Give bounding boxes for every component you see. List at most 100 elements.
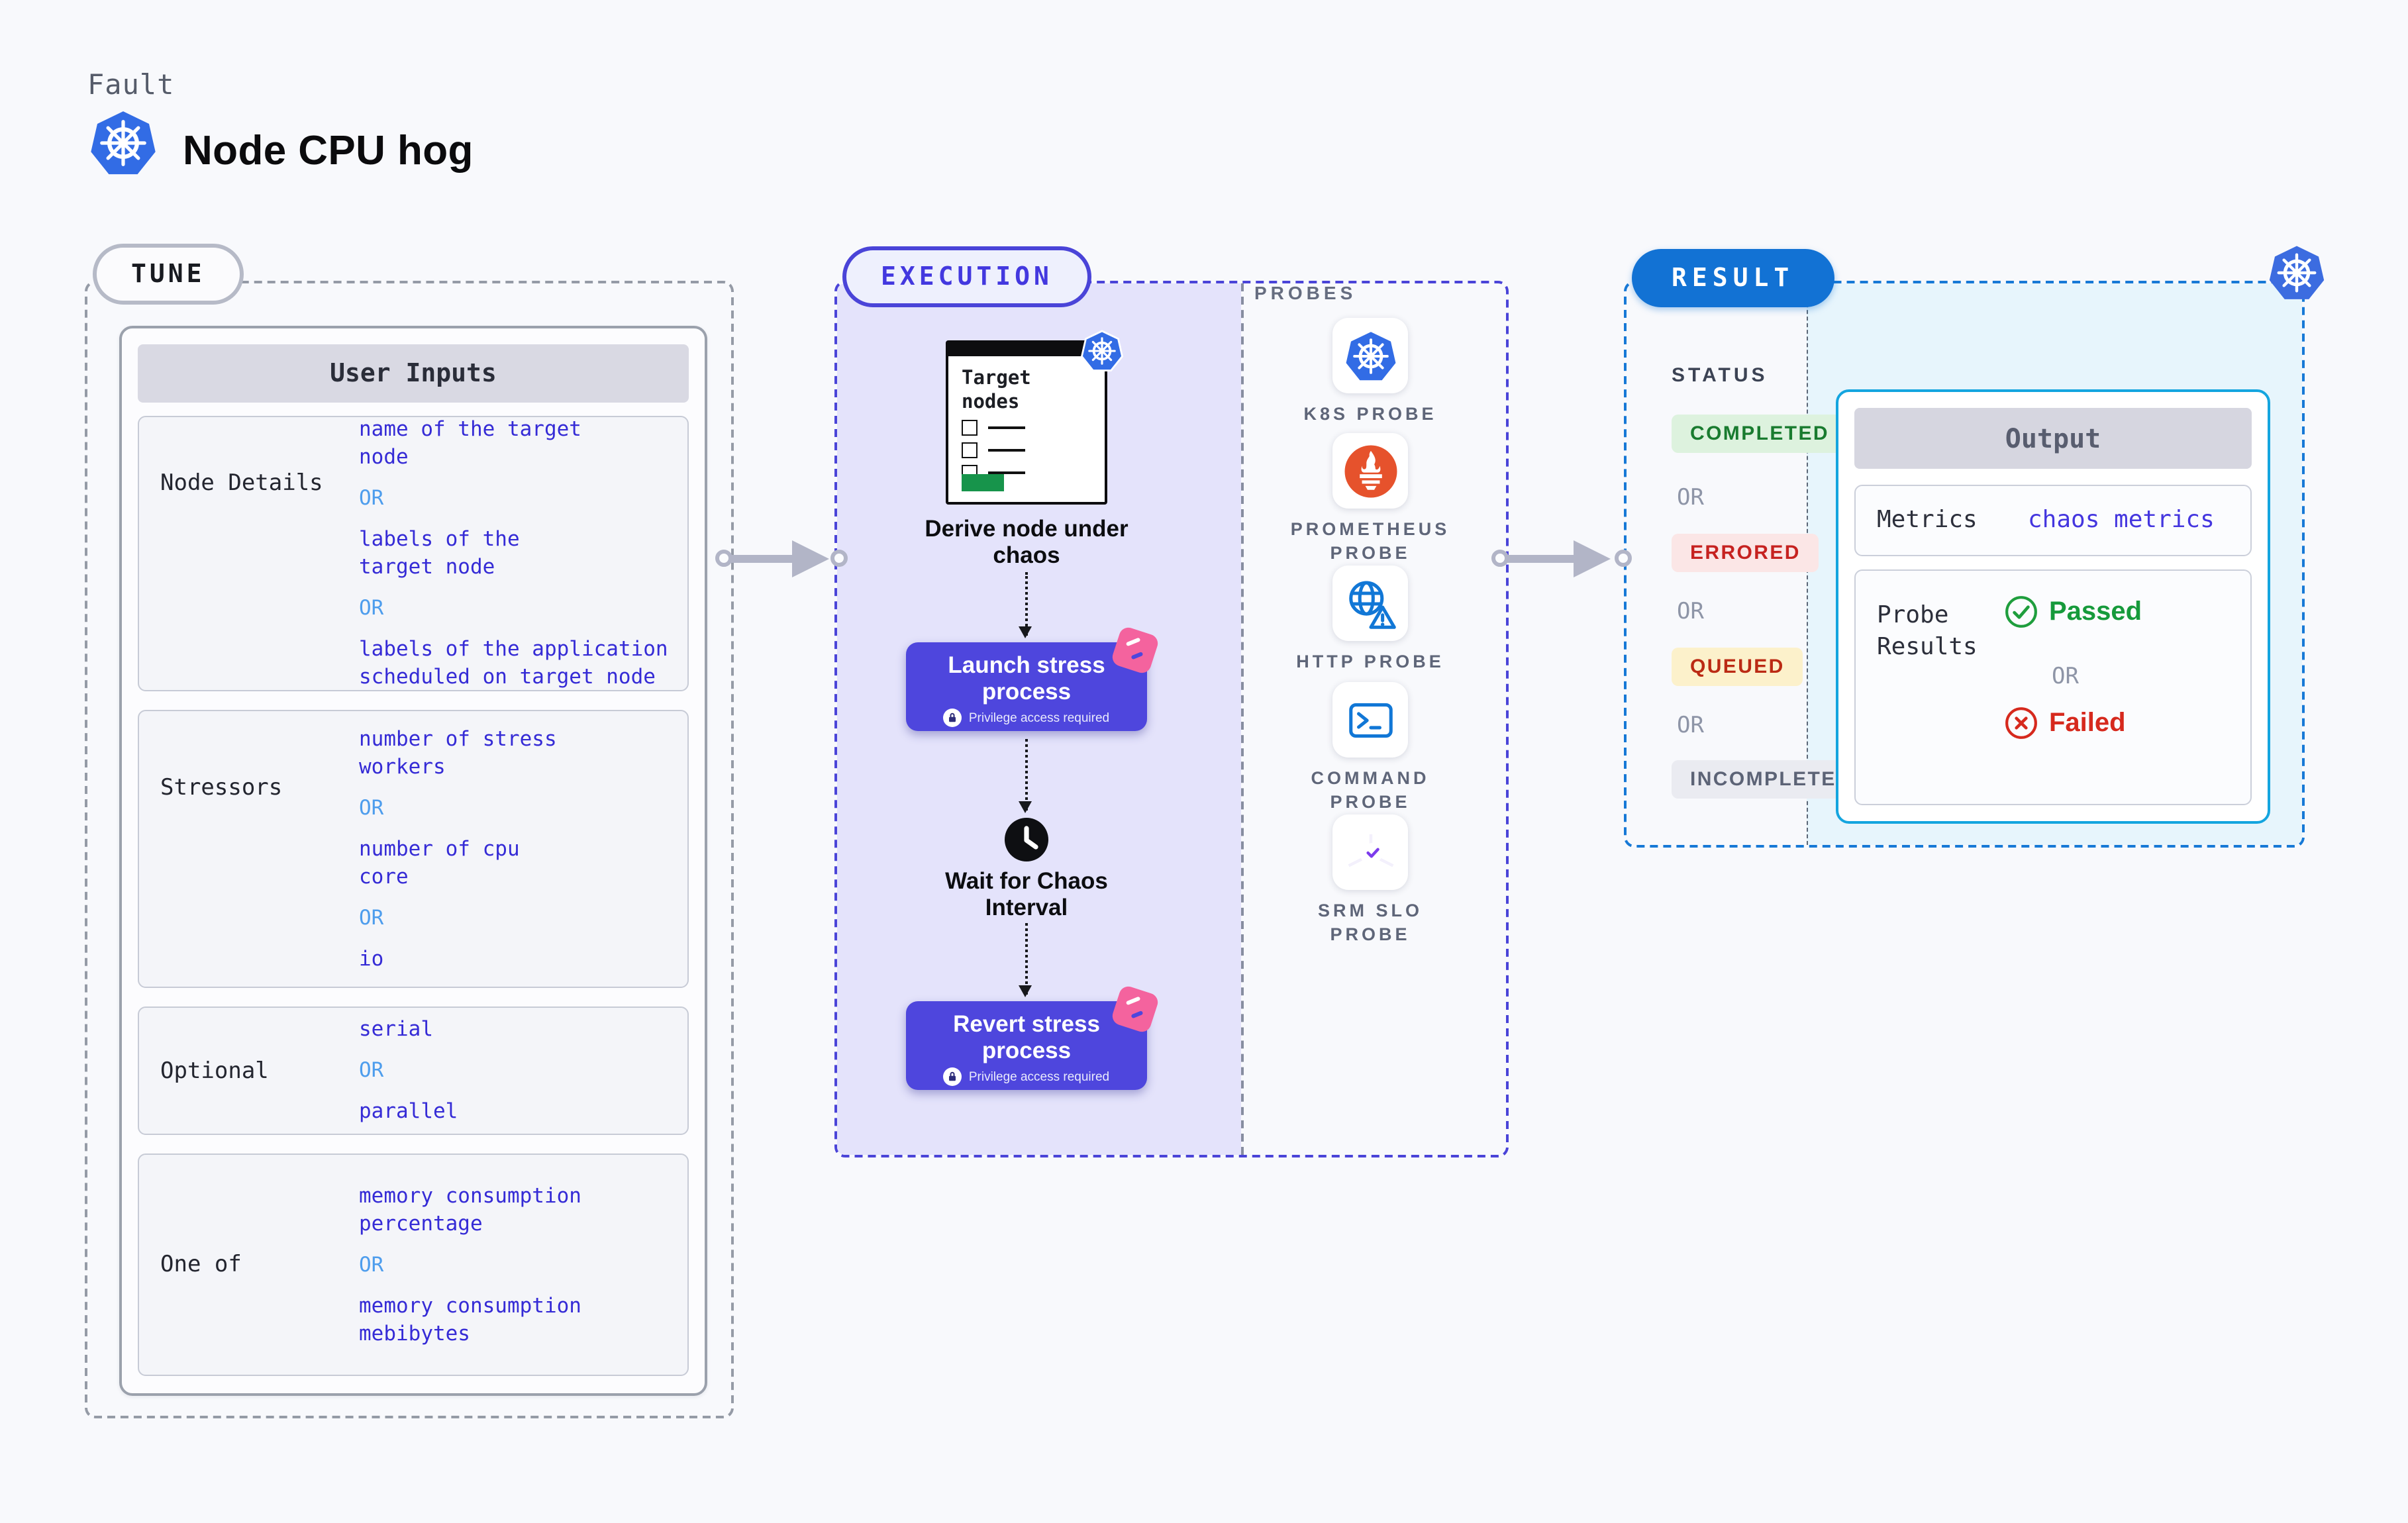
probe-card: [1332, 565, 1408, 641]
list-line: [988, 471, 1025, 474]
probe-label: COMMAND PROBE: [1311, 768, 1430, 811]
arrow-head: [1574, 540, 1611, 577]
lock-icon: [943, 1067, 962, 1086]
tune-section-box: [85, 281, 734, 1418]
row-label: Optional: [160, 1057, 269, 1084]
input-option: io: [359, 946, 384, 970]
status-badge-queued: QUEUED: [1672, 648, 1803, 686]
arrow-shaft: [1506, 555, 1580, 563]
row-label: One of: [160, 1252, 242, 1278]
command-terminal-icon: [1342, 692, 1398, 748]
input-option: number of stress workers: [359, 726, 557, 778]
connector-ring: [830, 550, 848, 567]
arrow-head: [792, 540, 829, 577]
connector-ring: [1615, 550, 1632, 567]
status-badge-errored: ERRORED: [1672, 534, 1819, 572]
step-title: Revert stress process: [953, 1010, 1100, 1063]
privilege-note: Privilege access required: [968, 711, 1110, 725]
or-separator: OR: [359, 905, 384, 929]
row-values: memory consumption percentage OR memory …: [359, 1155, 679, 1375]
probe-command: COMMAND PROBE: [1254, 682, 1486, 813]
kubernetes-icon: [89, 109, 158, 177]
flow-arrow: [715, 539, 848, 579]
list-line: [988, 449, 1025, 452]
row-label: Node Details: [160, 470, 323, 497]
metrics-label: Metrics: [1877, 506, 1978, 534]
passed-label: Passed: [2049, 597, 2142, 626]
probe-failed: Failed: [2004, 706, 2126, 740]
probe-card: [1332, 433, 1408, 509]
launch-stress-step: Launch stress process Privilege access r…: [906, 625, 1160, 731]
or-separator: OR: [359, 1252, 384, 1276]
input-option: labels of the application scheduled on t…: [359, 637, 668, 689]
target-nodes-card: Target nodes: [946, 340, 1107, 505]
page-title: Node CPU hog: [183, 127, 474, 173]
privilege-note-row: Privilege access required: [906, 1067, 1147, 1086]
privilege-note: Privilege access required: [968, 1069, 1110, 1084]
checklist-item: [962, 420, 1025, 436]
row-label: Stressors: [160, 775, 283, 801]
status-title: STATUS: [1672, 364, 1768, 387]
user-inputs-table: User Inputs Node Details name of the tar…: [119, 326, 707, 1396]
tune-badge: TUNE: [93, 244, 244, 305]
input-option: memory consumption mebibytes: [359, 1293, 581, 1345]
dotted-arrow: [1019, 739, 1032, 813]
probe-srm-slo: SRM SLO PROBE: [1254, 814, 1486, 946]
result-badge: RESULT: [1632, 249, 1834, 307]
probe-card: [1332, 682, 1408, 758]
wait-step-caption: Wait for Chaos Interval: [945, 867, 1108, 920]
or-separator: OR: [1677, 712, 1704, 739]
probe-label: K8S PROBE: [1303, 404, 1437, 424]
execution-badge: EXECUTION: [842, 246, 1091, 307]
table-row: Stressors number of stress workers OR nu…: [138, 710, 689, 988]
fault-kicker: Fault: [87, 69, 175, 101]
flow-arrow: [1491, 539, 1632, 579]
status-badge-completed: COMPLETED: [1672, 415, 1848, 453]
revert-stress-step: Revert stress process Privilege access r…: [906, 984, 1160, 1090]
lock-icon: [943, 709, 962, 727]
srm-slo-icon: [1341, 823, 1399, 881]
http-globe-warning-icon: [1342, 575, 1398, 631]
check-circle-icon: [2004, 595, 2038, 629]
card-titlebar: [948, 343, 1105, 356]
probe-label: PROMETHEUS PROBE: [1290, 519, 1450, 562]
probe-http: HTTP PROBE: [1254, 565, 1486, 673]
or-separator: OR: [359, 1058, 384, 1082]
input-option: number of cpu core: [359, 836, 520, 888]
or-separator: OR: [359, 795, 384, 819]
target-nodes-title: Target nodes: [962, 368, 1031, 413]
metrics-value: chaos metrics: [2028, 506, 2215, 534]
or-separator: OR: [359, 596, 384, 620]
row-values: serial OR parallel: [359, 1008, 679, 1134]
probe-card: [1332, 318, 1408, 393]
privilege-note-row: Privilege access required: [906, 709, 1147, 727]
input-option: parallel: [359, 1099, 458, 1123]
checkbox-icon: [962, 442, 978, 458]
probes-title: PROBES: [1254, 282, 1357, 303]
step-title: Launch stress process: [948, 652, 1105, 704]
probe-label: SRM SLO PROBE: [1317, 901, 1423, 944]
x-circle-icon: [2004, 706, 2038, 740]
input-option: serial: [359, 1017, 433, 1041]
probe-k8s: K8S PROBE: [1254, 318, 1486, 426]
dotted-arrow: [1019, 923, 1032, 997]
table-row: Node Details name of the target node OR …: [138, 416, 689, 691]
failed-label: Failed: [2049, 708, 2126, 737]
list-line: [988, 426, 1025, 429]
probe-passed: Passed: [2004, 595, 2142, 629]
table-row: Optional serial OR parallel: [138, 1007, 689, 1135]
arrow-shaft: [730, 555, 799, 563]
checkbox-icon: [962, 420, 978, 436]
kubernetes-icon: [2268, 244, 2326, 302]
input-option: memory consumption percentage: [359, 1183, 581, 1235]
or-separator: OR: [1677, 485, 1704, 511]
derive-step-caption: Derive node under chaos: [925, 515, 1129, 567]
clock-icon: [1004, 817, 1049, 862]
input-option: name of the target node: [359, 417, 581, 469]
or-separator: OR: [359, 486, 384, 510]
user-inputs-header: User Inputs: [138, 344, 689, 403]
prometheus-icon: [1342, 443, 1398, 499]
output-card: Output Metrics chaos metrics Probe Resul…: [1836, 389, 2270, 824]
probe-card: [1332, 814, 1408, 890]
